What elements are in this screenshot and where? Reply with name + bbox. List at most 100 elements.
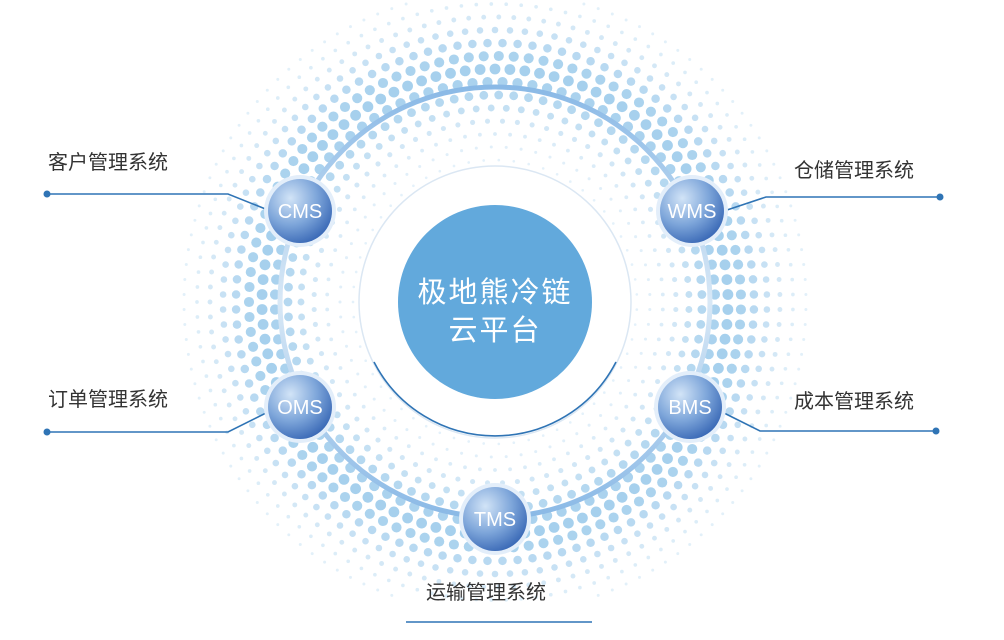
pattern-dot [463,134,467,139]
pattern-dot [783,233,788,238]
pattern-dot [336,522,344,529]
pattern-dot [613,69,623,79]
pattern-dot [339,285,343,289]
pattern-dot [286,85,291,90]
pattern-dot [287,533,291,537]
pattern-dot [613,525,623,535]
node-tms[interactable]: TMS [459,483,531,555]
pattern-dot [182,293,186,296]
connector-cms [47,193,269,211]
pattern-dot [609,197,613,201]
pattern-dot [262,348,274,360]
pattern-dot [716,348,728,360]
pattern-dot [353,162,360,170]
pattern-dot [514,479,520,485]
pattern-dot [789,204,793,208]
pattern-dot [195,315,200,319]
pattern-dot [769,232,775,238]
pattern-dot [352,93,363,104]
node-wms[interactable]: WMS [656,175,728,247]
pattern-dot [748,275,758,284]
pattern-dot [640,440,650,449]
pattern-dot [292,502,298,508]
pattern-dot [504,455,508,459]
pattern-dot [457,107,465,115]
pattern-dot [342,173,350,181]
pattern-dot [496,14,502,20]
pattern-dot [744,245,753,254]
pattern-dot [735,304,746,315]
pattern-dot [721,88,725,92]
pattern-dot [763,306,771,313]
pattern-dot [246,155,252,161]
pattern-dot [315,262,321,268]
pattern-dot [338,474,350,485]
pattern-dot [734,149,740,155]
pattern-dot [352,547,358,553]
pattern-dot [272,137,280,145]
pattern-dot [446,567,454,574]
pattern-dot [311,291,317,298]
pattern-dot [710,77,714,81]
pattern-dot [239,169,245,175]
core-title-line1: 极地熊冷链 [417,275,572,309]
pattern-dot [363,385,367,389]
pattern-dot [202,190,206,194]
pattern-dot [612,41,618,47]
pattern-dot [201,359,205,364]
pattern-dot [498,38,507,48]
pattern-dot [251,237,262,248]
pattern-dot [338,300,342,304]
pattern-dot [613,147,621,155]
pattern-dot [264,149,271,157]
pattern-dot [791,307,795,312]
pattern-dot [434,536,445,547]
pattern-dot [693,137,703,146]
node-bms[interactable]: BMS [654,371,726,443]
pattern-dot [521,28,529,35]
pattern-dot [746,394,753,401]
pattern-dot [582,2,586,6]
pattern-dot [349,242,353,246]
pattern-dot [248,252,259,263]
pattern-dot [461,569,469,576]
pattern-dot [256,162,263,170]
pattern-dot [757,163,762,167]
pattern-dot [372,397,376,401]
pattern-dot [684,276,692,283]
pattern-dot [726,363,737,374]
pattern-dot [683,529,687,534]
pattern-dot [197,204,201,208]
pattern-dot [735,289,746,300]
core-circle [398,205,592,399]
pattern-dot [694,519,699,524]
pattern-dot [259,333,271,345]
pattern-dot [613,449,621,457]
node-oms[interactable]: OMS [264,371,336,443]
pattern-dot [204,226,209,230]
pattern-dot [318,104,328,113]
pattern-dot [376,588,380,592]
pattern-dot [365,44,371,50]
pattern-dot [567,530,578,541]
pattern-dot [526,582,532,588]
pattern-dot [393,181,397,186]
pattern-dot [694,80,699,85]
pattern-dot [417,37,425,44]
pattern-dot [599,186,603,191]
pattern-dot [415,12,420,17]
pattern-dot [326,322,331,327]
pattern-dot [532,108,540,116]
pattern-dot [555,172,559,176]
pattern-dot [234,260,243,269]
node-oms-code: OMS [277,397,323,419]
pattern-dot [691,349,700,359]
pattern-dot [561,117,569,125]
pattern-dot [749,123,753,127]
pattern-dot [673,291,679,298]
pattern-dot [244,281,255,293]
pattern-dot [519,147,523,151]
node-cms[interactable]: CMS [264,175,336,247]
pattern-dot [307,151,319,163]
pattern-dot [312,277,318,283]
